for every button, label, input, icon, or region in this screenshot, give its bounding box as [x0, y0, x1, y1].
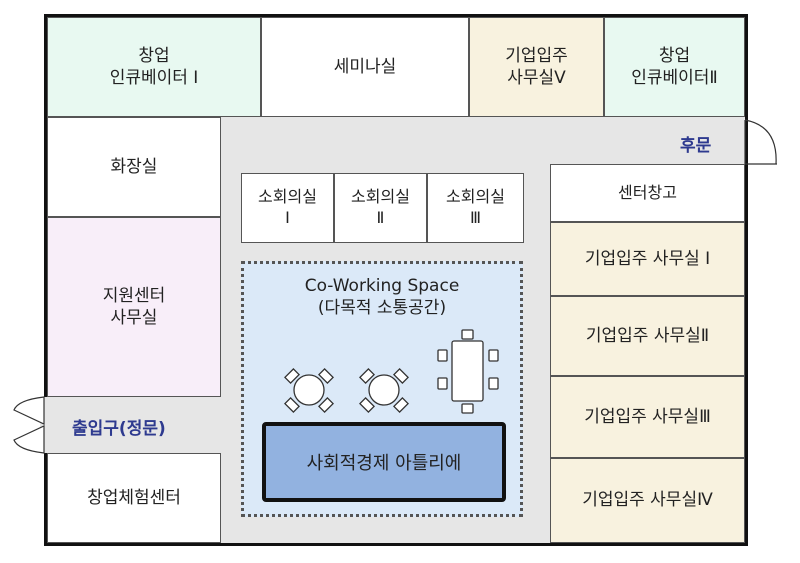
back-door-icon — [744, 119, 777, 165]
room-storage[interactable]: 센터창고 — [550, 164, 745, 222]
room-meeting-1[interactable]: 소회의실 Ⅰ — [241, 173, 334, 243]
room-office-1[interactable]: 기업입주 사무실 Ⅰ — [550, 222, 745, 296]
room-atelier[interactable]: 사회적경제 아틀리에 — [262, 422, 506, 502]
back-door-label: 후문 — [680, 136, 712, 156]
room-office-2[interactable]: 기업입주 사무실Ⅱ — [550, 296, 745, 376]
room-incubator-2[interactable]: 창업 인큐베이터Ⅱ — [604, 17, 745, 117]
room-office-4[interactable]: 기업입주 사무실Ⅳ — [550, 458, 745, 543]
entrance-hall — [47, 397, 221, 453]
main-entrance-label: 출입구(정문) — [72, 419, 166, 439]
room-incubator-1[interactable]: 창업 인큐베이터 Ⅰ — [47, 17, 261, 117]
floor-plan-frame — [44, 14, 748, 546]
room-office-5[interactable]: 기업입주 사무실Ⅴ — [469, 17, 604, 117]
long-table-icon — [437, 329, 499, 414]
main-entrance-door-icon — [13, 396, 48, 454]
round-table-icon — [284, 368, 334, 413]
co-working-title: Co-Working Space (다목적 소통공간) — [304, 276, 460, 319]
room-meeting-3[interactable]: 소회의실 Ⅲ — [427, 173, 524, 243]
room-support-office[interactable]: 지원센터 사무실 — [47, 217, 221, 397]
room-meeting-2[interactable]: 소회의실 Ⅱ — [334, 173, 427, 243]
room-experience-center[interactable]: 창업체험센터 — [47, 453, 221, 543]
room-office-3[interactable]: 기업입주 사무실Ⅲ — [550, 376, 745, 458]
round-table-icon — [359, 368, 409, 413]
room-restroom[interactable]: 화장실 — [47, 117, 221, 217]
room-seminar[interactable]: 세미나실 — [261, 17, 469, 117]
